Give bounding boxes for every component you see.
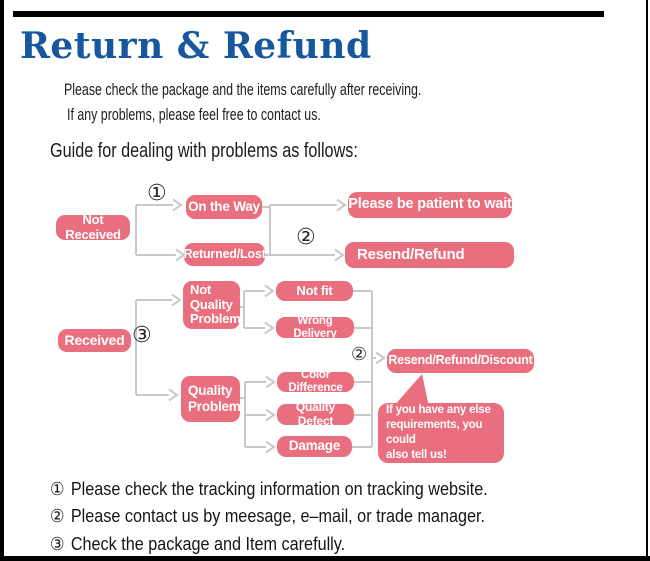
top-rule — [13, 11, 604, 17]
marker-3-icon: ③ — [132, 323, 152, 348]
node-returned-lost: Returned/Lost — [183, 243, 266, 266]
left-border — [0, 0, 4, 561]
speech-bubble-tail — [393, 374, 429, 407]
note-row-2: ② Please contact us by meesage, e–mail, … — [50, 503, 488, 530]
node-on-the-way: On the Way — [186, 195, 262, 219]
note-row-3: ③ Check the package and Item carefully. — [50, 531, 488, 558]
node-color-difference: Color Difference — [277, 369, 354, 394]
node-received: Received — [58, 329, 131, 352]
intro-line-1: Please check the package and the items c… — [64, 80, 422, 99]
node-quality-defect: Quality Defect — [277, 401, 354, 427]
marker-2b-icon: ② — [351, 344, 368, 365]
note-1-text: Please check the tracking information on… — [70, 479, 488, 499]
note-row-1: ① Please check the tracking information … — [50, 476, 488, 503]
node-resend-refund-discount: Resend/Refund/Discount — [387, 349, 534, 373]
note-3-text: Check the package and Item carefully. — [70, 533, 346, 554]
note-2-number-icon: ② — [50, 506, 65, 528]
marker-2-icon: ② — [296, 225, 316, 250]
notes-list: ① Please check the tracking information … — [50, 476, 536, 558]
node-wrong-delivery: Wrong Delivery — [276, 315, 354, 340]
right-border — [646, 0, 648, 561]
note-2-text: Please contact us by meesage, e–mail, or… — [70, 506, 486, 527]
bottom-border — [0, 556, 650, 561]
marker-1-icon: ① — [147, 181, 167, 206]
node-damage: Damage — [277, 436, 352, 457]
guide-heading: Guide for dealing with problems as follo… — [50, 139, 358, 162]
node-not-quality-problem: Not Quality Problem — [183, 281, 241, 329]
speech-bubble: If you have any else requirements, you c… — [378, 403, 504, 463]
note-3-number-icon: ③ — [50, 533, 65, 555]
page-title: Return & Refund — [20, 25, 372, 67]
node-not-fit: Not fit — [276, 281, 353, 301]
node-quality-problem: Quality Problem — [181, 376, 241, 422]
node-be-patient: Please be patient to wait — [348, 192, 512, 218]
node-resend-refund: Resend/Refund — [345, 242, 514, 268]
note-1-number-icon: ① — [50, 479, 65, 500]
intro-line-2: If any problems, please feel free to con… — [67, 105, 321, 124]
node-not-received: Not Received — [56, 213, 130, 241]
